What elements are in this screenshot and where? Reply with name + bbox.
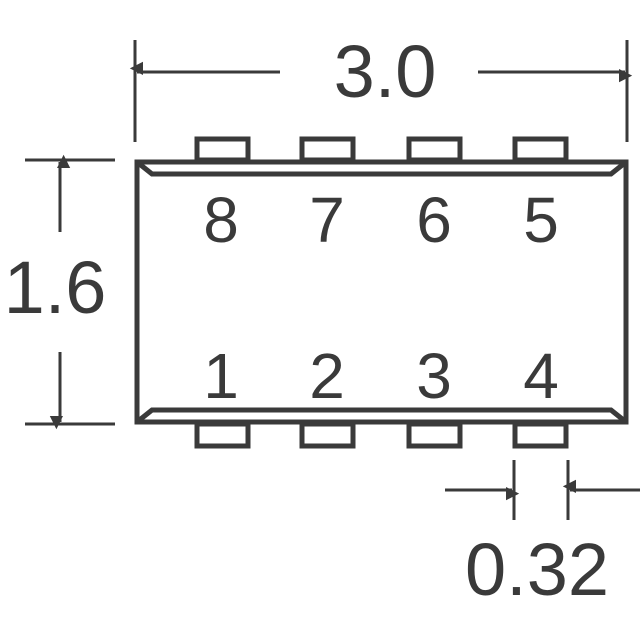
pin-number-8: 8 xyxy=(203,184,239,256)
bottom-bevel xyxy=(135,407,628,424)
height-dimension-label: 1.6 xyxy=(4,246,107,329)
pin-number-2: 2 xyxy=(309,340,345,412)
pin-5-lead xyxy=(512,136,569,163)
pin-1-lead xyxy=(194,421,251,449)
pin-number-5: 5 xyxy=(523,184,559,256)
pin-8-lead xyxy=(194,136,251,163)
pin-3-lead xyxy=(406,421,463,449)
pin-2-lead xyxy=(299,421,356,449)
pin-number-7: 7 xyxy=(309,184,345,256)
pin-number-6: 6 xyxy=(416,184,452,256)
pin-width-dimension-label: 0.32 xyxy=(465,528,609,611)
pin-6-lead xyxy=(406,136,463,163)
width-dimension-label: 3.0 xyxy=(334,30,437,113)
pin-number-1: 1 xyxy=(203,340,239,412)
package-body xyxy=(134,159,629,425)
top-bevel xyxy=(135,160,628,177)
pin-4-lead xyxy=(512,421,569,449)
pin-7-lead xyxy=(299,136,356,163)
pin-number-3: 3 xyxy=(416,340,452,412)
pin-number-4: 4 xyxy=(523,340,559,412)
